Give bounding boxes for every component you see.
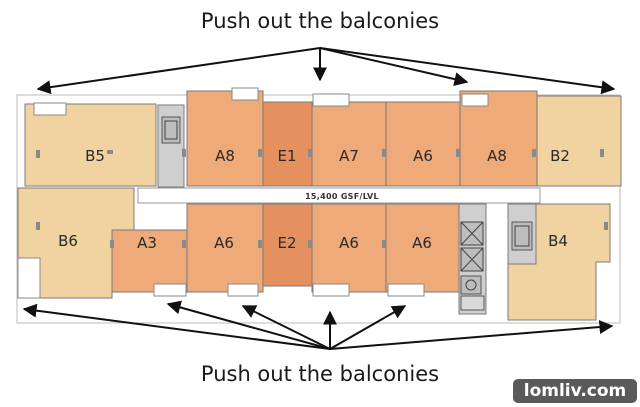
arrow-top-right-inner (319, 47, 469, 86)
arrow-bottom-right-outer (329, 320, 614, 350)
arrow-top-left (36, 47, 321, 95)
unit-b6: B6 (17, 187, 135, 299)
unit-label-e2: E2 (277, 234, 296, 252)
elevator-core-left (157, 104, 185, 188)
unit-label-b5: B5 (85, 147, 105, 165)
elevator-core-right (507, 203, 537, 265)
unit-a7: A7 (311, 93, 387, 187)
arrows-top (36, 47, 616, 95)
unit-label-a3: A3 (137, 234, 157, 252)
unit-a8-top-left: A8 (186, 87, 264, 187)
area-label: 15,400 GSF/LVL (305, 192, 379, 201)
arrow-bottom-left-inner (166, 300, 331, 350)
unit-label-a8-top-left: A8 (215, 147, 235, 165)
unit-label-b2: B2 (550, 147, 570, 165)
arrow-bottom-left-outer (22, 303, 331, 350)
unit-label-a7: A7 (339, 147, 359, 165)
unit-label-b6: B6 (58, 232, 78, 250)
unit-label-a6-bottom-right: A6 (412, 234, 432, 252)
unit-e2: E2 (262, 203, 313, 287)
arrow-bottom-center-left (241, 305, 331, 350)
corridor (137, 187, 541, 204)
unit-a6-bottom-left: A6 (186, 203, 264, 297)
unit-a6-bottom-right: A6 (385, 203, 460, 297)
unit-a3: A3 (111, 229, 188, 297)
unit-label-a8-top-right: A8 (487, 147, 507, 165)
unit-b4: B4 (507, 203, 611, 321)
unit-a6-bottom-mid: A6 (311, 203, 387, 297)
unit-b2: B2 (536, 95, 622, 187)
arrows-bottom (22, 300, 614, 350)
column-markers (36, 149, 608, 248)
unit-e1: E1 (262, 101, 313, 187)
unit-label-a6-bottom-left: A6 (214, 234, 234, 252)
arrow-bottom-right-inner (329, 305, 407, 350)
unit-label-a6-top: A6 (413, 147, 433, 165)
unit-label-e1: E1 (277, 147, 296, 165)
unit-a6-top: A6 (385, 101, 461, 187)
arrow-top-right-outer (319, 47, 616, 95)
service-core-right (458, 203, 487, 315)
caption-bottom: Push out the balconies (200, 362, 440, 386)
watermark: lomliv.com (513, 379, 637, 403)
unit-b5: B5 (24, 102, 157, 187)
unit-label-a6-bottom-mid: A6 (339, 234, 359, 252)
unit-label-b4: B4 (548, 232, 568, 250)
unit-a8-top-right: A8 (459, 90, 538, 187)
caption-top: Push out the balconies (200, 9, 440, 33)
